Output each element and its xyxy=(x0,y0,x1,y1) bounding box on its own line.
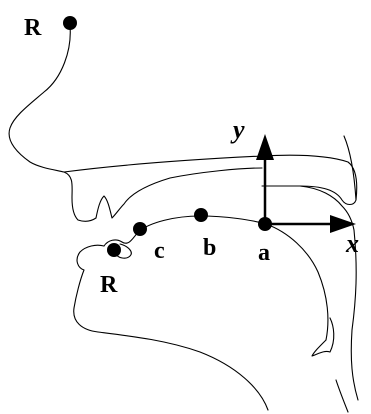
point-a xyxy=(258,217,272,231)
x-axis-arrowhead xyxy=(330,215,356,233)
larynx-line xyxy=(335,379,349,413)
jaw-outline xyxy=(97,331,269,411)
tongue-tip-curl xyxy=(73,244,105,333)
palate-back-line xyxy=(299,185,355,231)
y-axis-arrowhead xyxy=(256,134,274,160)
point-c xyxy=(133,222,147,236)
label-a: a xyxy=(258,240,270,266)
pharynx-wall-line xyxy=(350,229,359,401)
palate-upper-line xyxy=(63,154,358,206)
label-r-bottom: R xyxy=(100,272,118,298)
ridge-line xyxy=(343,135,357,201)
label-b: b xyxy=(203,235,216,261)
face-profile-outline xyxy=(8,25,97,222)
tongue-tip-squiggle xyxy=(115,243,132,259)
label-r-top: R xyxy=(24,15,42,41)
point-b xyxy=(194,208,208,222)
label-c: c xyxy=(154,238,165,264)
epiglottis-outline xyxy=(311,317,335,357)
point-r-top xyxy=(63,16,77,30)
upper-teeth-outline xyxy=(95,167,263,219)
label-y-axis: y xyxy=(230,115,245,144)
label-x-axis: x xyxy=(345,229,359,258)
point-r-bottom xyxy=(107,243,121,257)
